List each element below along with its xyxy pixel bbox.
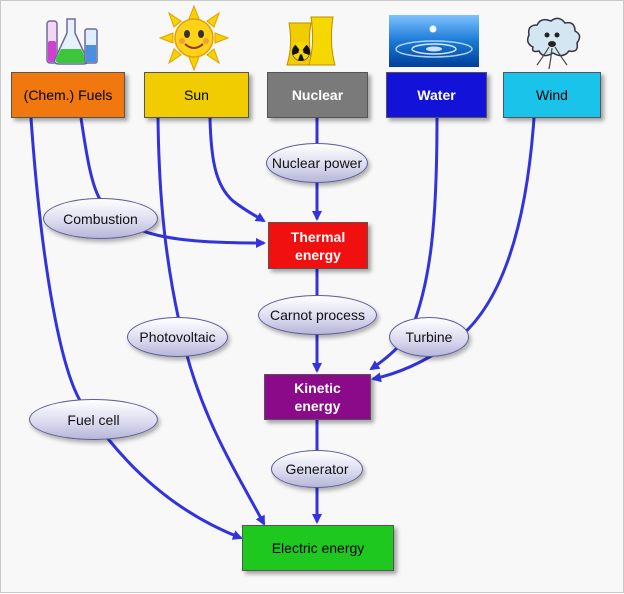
nuclear-plant-icon: [286, 16, 336, 66]
process-generator: Generator: [271, 450, 363, 488]
smiling-sun-icon: [159, 5, 229, 71]
process-turbine: Turbine: [389, 317, 469, 357]
source-sun: Sun: [144, 72, 249, 118]
wind-cloud-icon: [526, 17, 581, 70]
source-wind: Wind: [503, 72, 601, 118]
node-thermal-energy: Thermal energy: [268, 222, 368, 269]
source-water: Water: [386, 72, 487, 118]
process-photovoltaic: Photovoltaic: [127, 317, 228, 357]
arrow-sun-to-thermal: [208, 117, 266, 223]
beakers-icon: [46, 18, 98, 65]
water-drop-icon: [389, 15, 479, 67]
arrow-wind-to-kinetic: [371, 117, 536, 383]
source-fuels: (Chem.) Fuels: [11, 72, 125, 118]
process-combustion: Combustion: [43, 198, 158, 239]
process-nuclear-power: Nuclear power: [266, 143, 368, 183]
source-nuclear: Nuclear: [267, 72, 368, 118]
arrow-water-to-kinetic: [369, 117, 439, 371]
process-fuel-cell: Fuel cell: [29, 399, 158, 440]
node-electric-energy: Electric energy: [242, 525, 394, 571]
process-carnot: Carnot process: [258, 295, 377, 335]
node-kinetic-energy: Kinetic energy: [264, 374, 371, 420]
